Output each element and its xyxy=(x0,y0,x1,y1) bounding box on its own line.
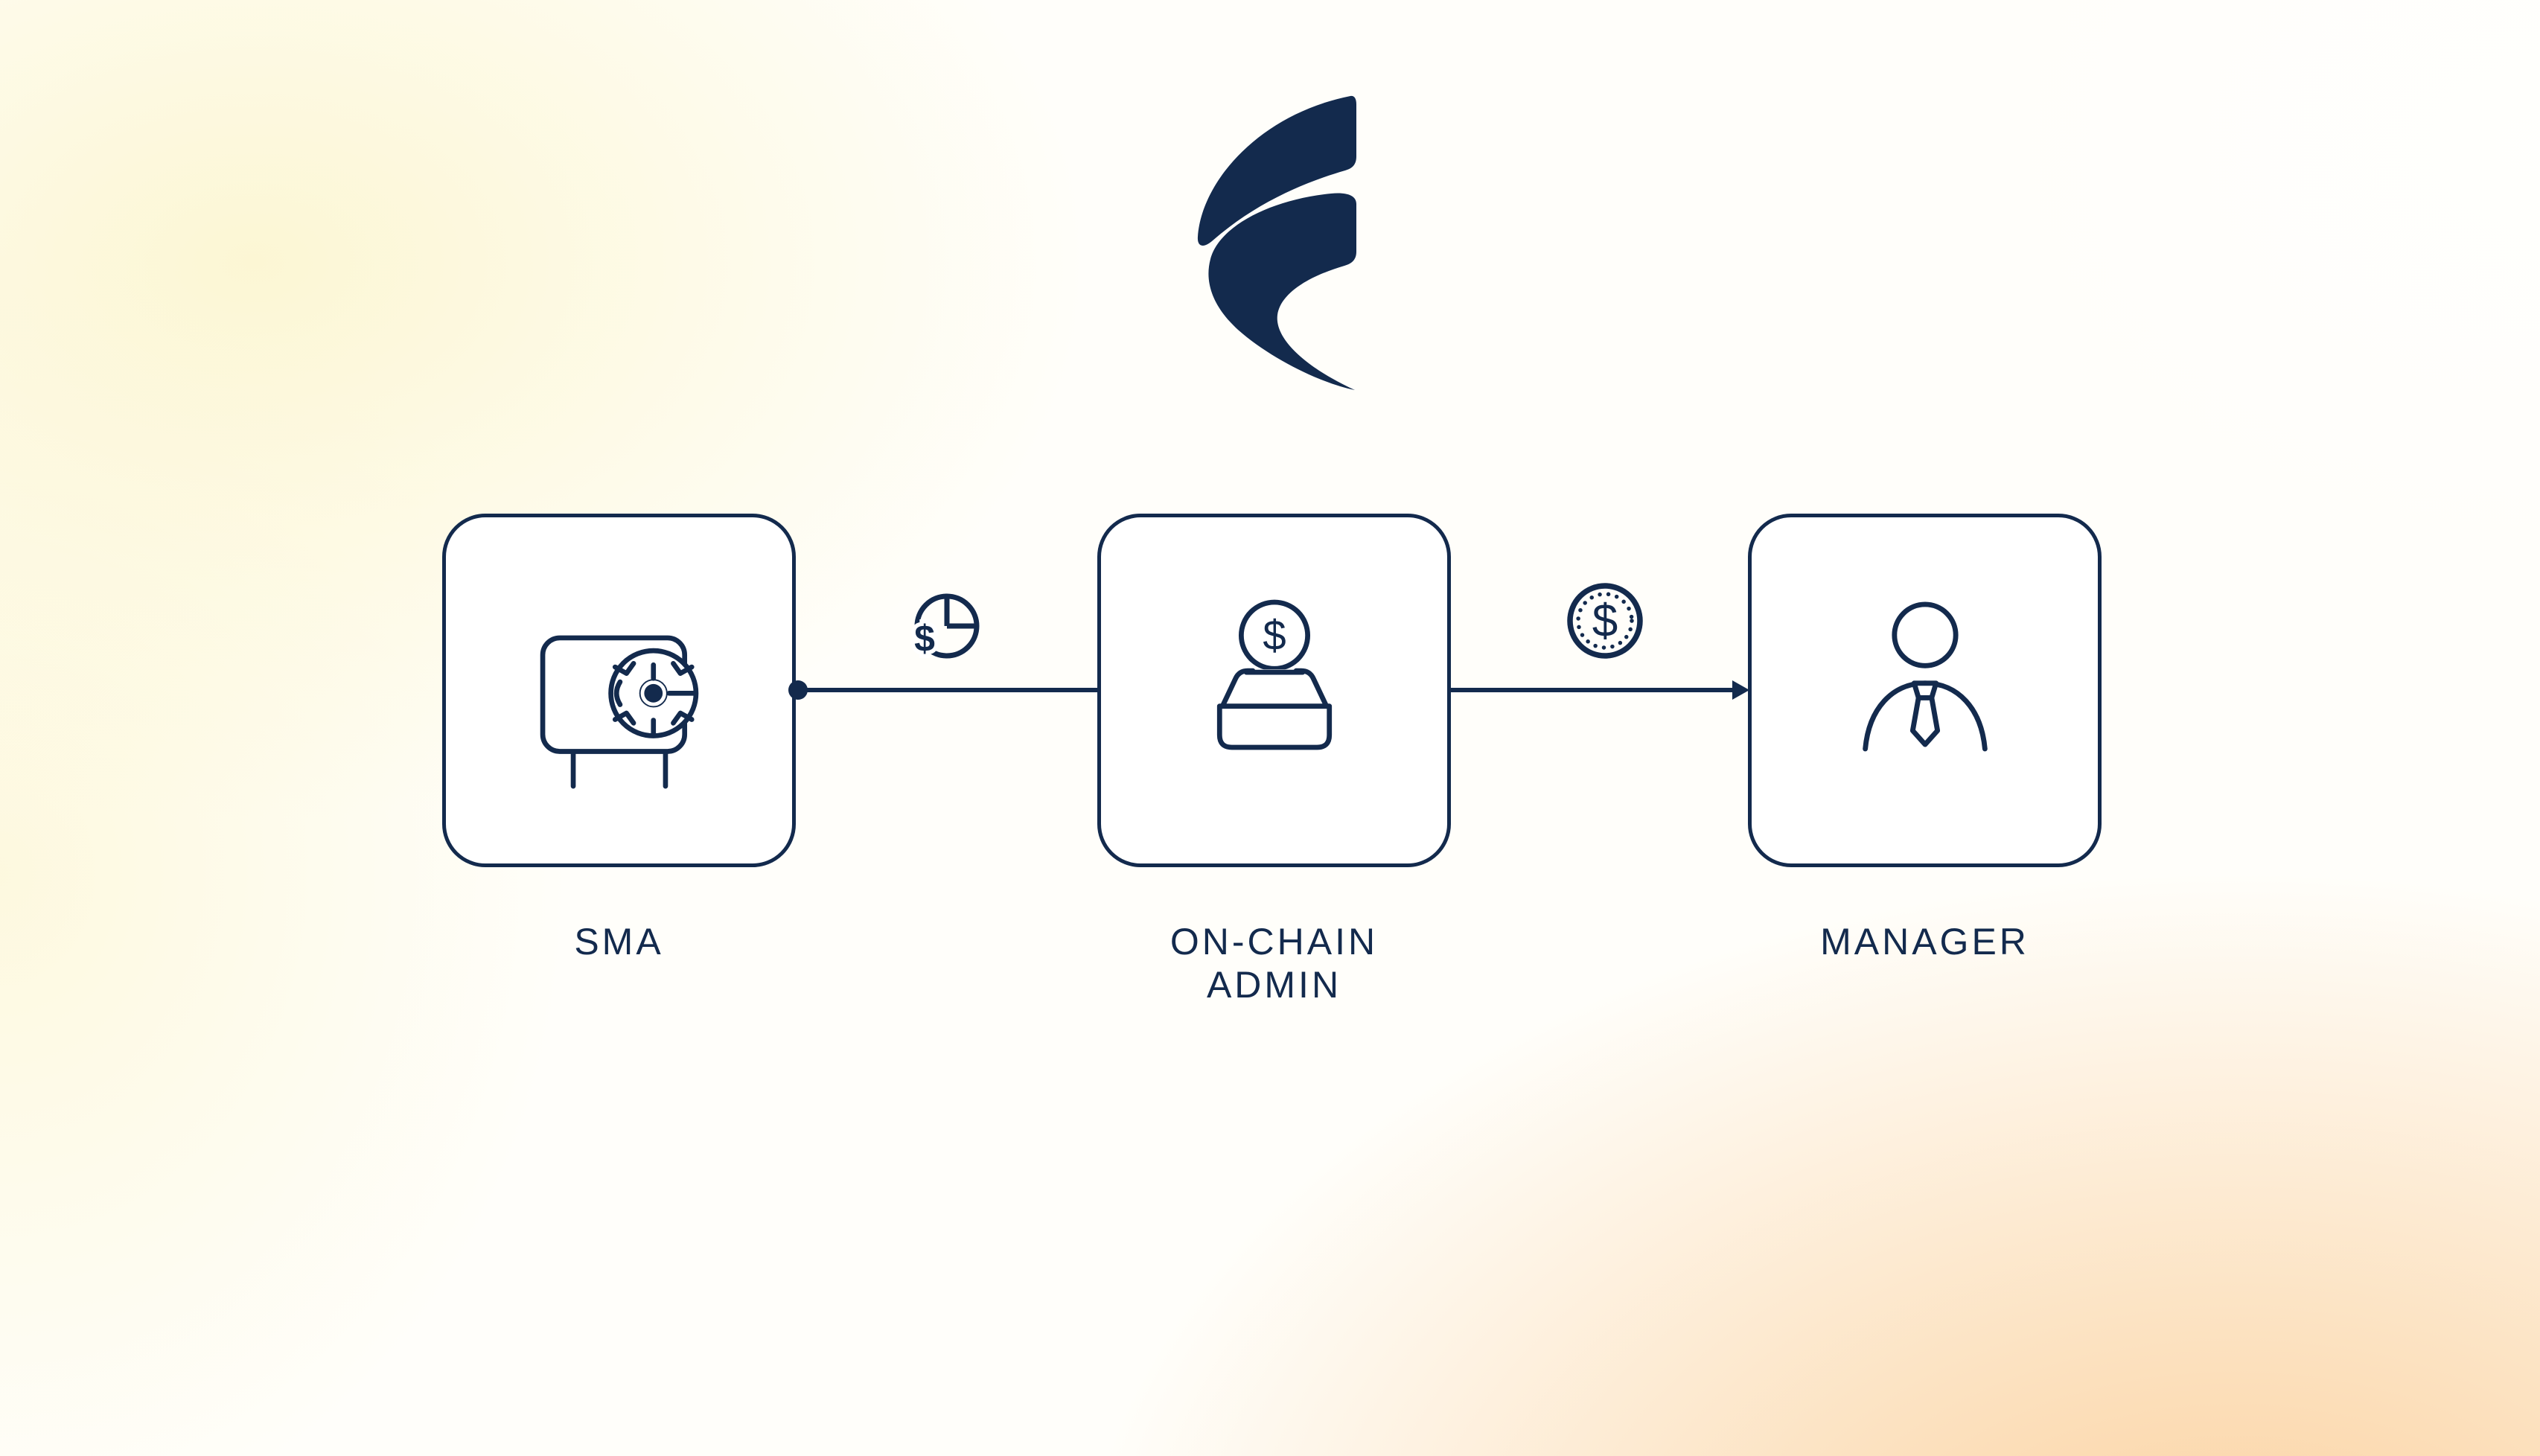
connector-arrowhead-icon xyxy=(1732,680,1749,700)
pie-dollar-glyph: $ xyxy=(914,618,935,660)
coin-dollar-glyph: $ xyxy=(1263,612,1286,659)
deposit-box-icon: $ xyxy=(1216,599,1332,750)
coin-badge-dollar-glyph: $ xyxy=(1592,596,1618,647)
vault-icon xyxy=(540,635,698,789)
connector-admin-to-manager xyxy=(1451,688,1734,692)
node-label-manager: MANAGER xyxy=(1820,921,2029,962)
brand-logo-icon xyxy=(1197,95,1356,390)
connector-start-dot xyxy=(788,680,808,700)
node-on-chain-admin: $ xyxy=(1097,514,1451,867)
connector-sma-to-admin xyxy=(797,688,1097,692)
node-manager xyxy=(1748,514,2102,867)
pie-chart-dollar-icon: $ xyxy=(910,593,980,664)
node-label-on-chain-admin: ON-CHAIN ADMIN xyxy=(1170,921,1379,1006)
dollar-coin-icon: $ xyxy=(1567,583,1643,659)
person-tie-icon xyxy=(1862,601,1988,751)
node-label-sma: SMA xyxy=(574,921,664,962)
node-sma xyxy=(442,514,796,867)
